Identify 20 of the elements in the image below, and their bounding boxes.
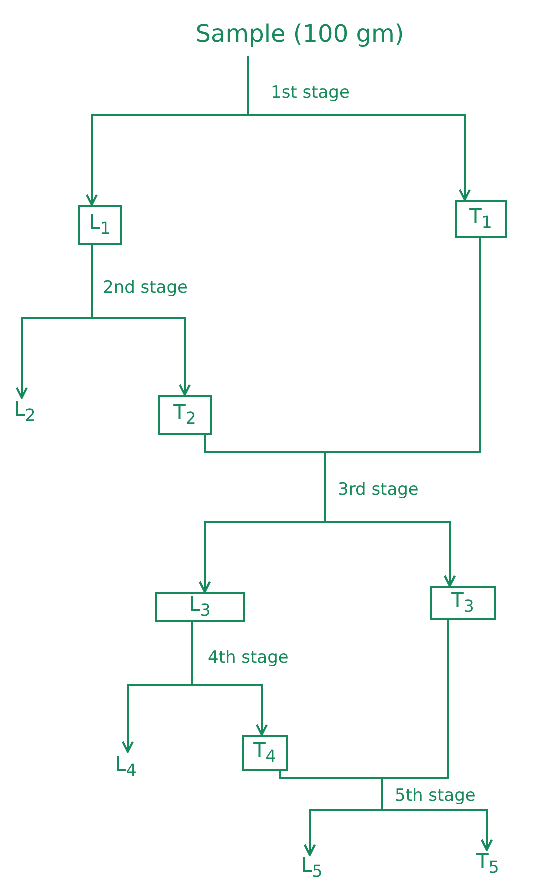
stage-box: [455, 200, 507, 238]
arrow: [247, 56, 471, 201]
node-label: T$_{5}$: [476, 851, 500, 877]
node-label: L$_{2}$: [14, 399, 36, 425]
box-label: L$_{1}$: [89, 212, 111, 238]
stage-box: [242, 735, 288, 771]
box-label: T$_{3}$: [452, 590, 474, 616]
stage-box: [78, 205, 122, 245]
node-label: L$_{5}$: [301, 855, 323, 881]
box-label: T$_{4}$: [254, 740, 276, 766]
stage-box: [430, 586, 496, 620]
stage-box: [158, 395, 212, 435]
node-label: Sample (100 gm): [196, 22, 404, 46]
node-label: L$_{4}$: [115, 754, 137, 780]
box-label: T$_{2}$: [174, 402, 196, 428]
stage-box: [155, 592, 245, 622]
arrow: [381, 620, 493, 851]
arrow: [91, 245, 191, 396]
box-label: L$_{3}$: [189, 594, 211, 620]
box-label: T$_{1}$: [470, 206, 492, 232]
